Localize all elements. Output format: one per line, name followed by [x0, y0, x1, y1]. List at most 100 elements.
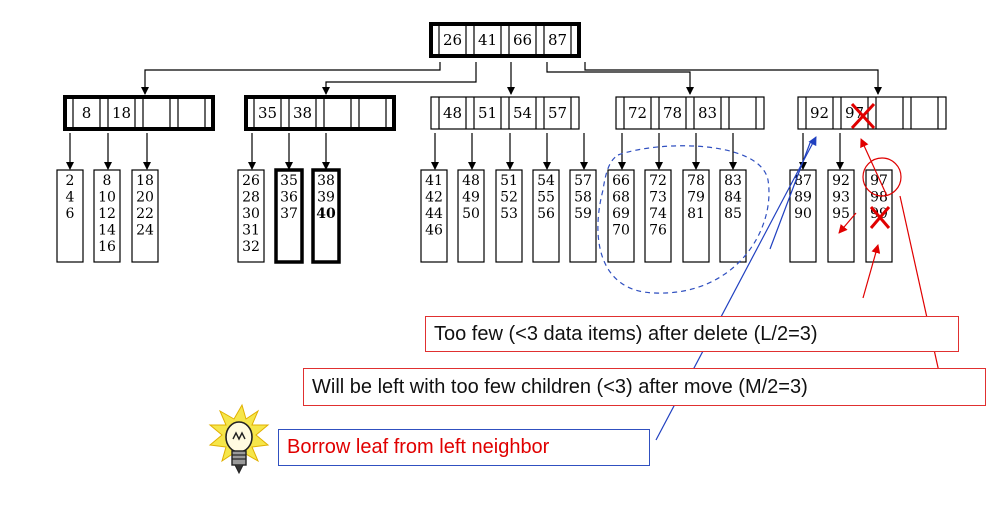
- cross-item-99-icon: [869, 206, 891, 229]
- internal-node-2: 35 38: [244, 95, 396, 131]
- leaf-value: 66: [612, 173, 630, 189]
- leaf-value: 32: [242, 239, 260, 255]
- node-key: 35: [258, 104, 277, 122]
- internal-node-4: 72 78 83: [615, 96, 765, 130]
- edge-root-to-node-5: [584, 62, 882, 95]
- node-key: 72: [628, 104, 647, 122]
- red-arrow-to-crossed-key: [860, 138, 888, 197]
- leaf-value: 14: [98, 223, 116, 239]
- node-key: 48: [443, 104, 462, 122]
- node-key: 57: [548, 104, 567, 122]
- leaf-value: 36: [280, 190, 298, 206]
- leaf-value: 92: [832, 173, 850, 189]
- leaf-value: 52: [500, 190, 518, 206]
- leaf-value: 98: [870, 190, 888, 206]
- edge-root-to-node-4: [546, 62, 694, 95]
- leaf-value: 90: [794, 206, 812, 222]
- note-borrow-leaf: Borrow leaf from left neighbor: [278, 429, 650, 466]
- leaf-value: 85: [724, 206, 742, 222]
- leaf-value: 70: [612, 223, 630, 239]
- leaf-value: 4: [66, 190, 75, 206]
- leaf-value: 40: [316, 206, 336, 222]
- leaf-value: 31: [242, 223, 260, 239]
- leaf-value: 26: [242, 173, 260, 189]
- leaf-value: 35: [280, 173, 298, 189]
- leaf-node-1: 246: [56, 169, 84, 263]
- leaf-value: 78: [687, 173, 705, 189]
- node-key: 97: [845, 104, 864, 122]
- leaf-value: 51: [500, 173, 518, 189]
- leaf-nodes: 2468101214161820222426283031323536373839…: [56, 168, 893, 264]
- leaf-value: 97: [870, 173, 888, 189]
- node-key: 78: [663, 104, 682, 122]
- edge-root-to-node-1: [141, 62, 441, 95]
- tree-edges: [66, 62, 882, 170]
- leaf-value: 69: [612, 206, 630, 222]
- leaf-value: 10: [98, 190, 116, 206]
- leaf-value: 6: [66, 206, 75, 222]
- leaf-value: 83: [724, 173, 742, 189]
- leaf-value: 41: [425, 173, 443, 189]
- leaf-value: 56: [537, 206, 555, 222]
- node-key: 87: [548, 31, 567, 49]
- leaf-value: 74: [649, 206, 667, 222]
- leaf-value: 73: [649, 190, 667, 206]
- leaf-value: 53: [500, 206, 518, 222]
- leaf-value: 49: [462, 190, 480, 206]
- leaf-value: 42: [425, 190, 443, 206]
- leaf-value: 59: [574, 206, 592, 222]
- leaf-value: 38: [317, 173, 335, 189]
- annotations: [597, 102, 940, 441]
- leaf-value: 48: [462, 173, 480, 189]
- leaf-value: 2: [66, 173, 75, 189]
- node-key: 38: [293, 104, 312, 122]
- leaf-value: 58: [574, 190, 592, 206]
- red-arrow-from-note: [862, 244, 881, 299]
- leaf-value: 81: [687, 206, 705, 222]
- leaf-value: 89: [794, 190, 812, 206]
- circle-highlight: [862, 157, 902, 197]
- leaf-value: 8: [103, 173, 112, 189]
- node-key: 83: [698, 104, 717, 122]
- lightbulb-icon: [208, 403, 270, 475]
- leaf-value: 93: [832, 190, 850, 206]
- edge-root-to-node-2: [322, 62, 477, 95]
- node-key: 26: [443, 31, 462, 49]
- cross-key-97-icon: [850, 102, 876, 130]
- leaf-value: 87: [794, 173, 812, 189]
- leaf-value: 50: [462, 206, 480, 222]
- leaf-value: 22: [136, 206, 154, 222]
- node-key: 18: [112, 104, 131, 122]
- leaf-value: 84: [724, 190, 742, 206]
- node-key: 54: [513, 104, 532, 122]
- leaf-value: 18: [136, 173, 154, 189]
- leaf-value: 44: [425, 206, 443, 222]
- note-too-few-items: Too few (<3 data items) after delete (L/…: [425, 316, 959, 352]
- leaf-value: 76: [649, 223, 667, 239]
- dashed-region: [597, 145, 770, 294]
- red-arrow-small: [838, 212, 857, 234]
- leaf-value: 24: [136, 223, 154, 239]
- leaf-value: 30: [242, 206, 260, 222]
- node-key: 41: [478, 31, 497, 49]
- leaf-value: 16: [98, 239, 116, 255]
- note-too-few-children: Will be left with too few children (<3) …: [303, 368, 986, 406]
- leaf-value: 79: [687, 190, 705, 206]
